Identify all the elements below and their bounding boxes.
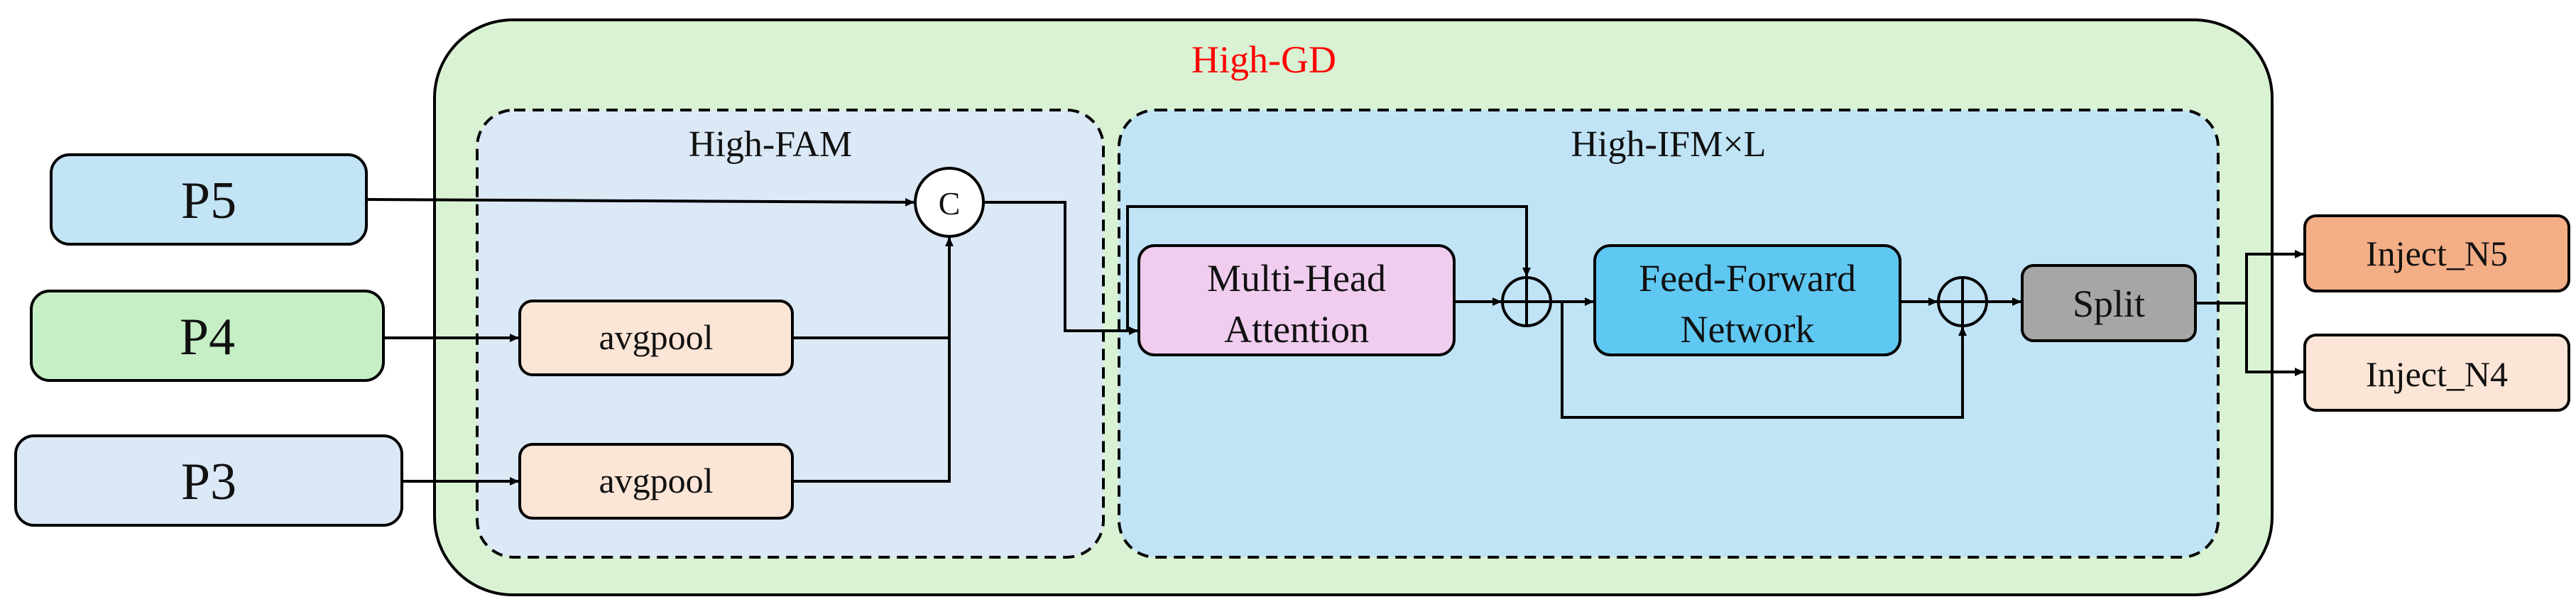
p4-label: P4 (180, 308, 235, 366)
split-label: Split (2073, 283, 2145, 325)
p4-box (30, 290, 385, 382)
p3-label: P3 (181, 453, 236, 511)
inject-n5-label: Inject_N5 (2366, 234, 2508, 273)
edge-concat-attention (983, 201, 1138, 335)
ffn-label-line2: Network (1681, 308, 1815, 351)
edge-residual-add2 (1561, 302, 1967, 419)
edge-p5-concat (366, 197, 915, 207)
inject-n4-label: Inject_N4 (2366, 354, 2508, 394)
edge-split-n4 (2245, 303, 2304, 376)
ffn-label-line1: Feed-Forward (1639, 257, 1856, 300)
edge-residual-add1 (1126, 205, 1531, 331)
inject-n5-box (2303, 214, 2570, 292)
add-node-1 (1501, 276, 1552, 327)
high-gd-title: High-GD (1191, 38, 1336, 81)
avgpool-top-label: avgpool (599, 317, 713, 357)
edge-split-n5 (2245, 250, 2304, 303)
avgpool-bottom-label: avgpool (599, 461, 713, 500)
attention-label-line1: Multi-Head (1207, 257, 1386, 300)
high-fam-title: High-FAM (689, 124, 852, 165)
p5-label: P5 (181, 172, 236, 230)
inject-n4-box (2303, 334, 2570, 412)
add-node-2 (1937, 276, 1988, 327)
edge-avgpool-bottom-concat (792, 237, 954, 483)
high-ifm-title: High-IFM×L (1571, 124, 1767, 165)
concat-label: C (939, 185, 961, 221)
attention-label-line2: Attention (1224, 308, 1369, 351)
